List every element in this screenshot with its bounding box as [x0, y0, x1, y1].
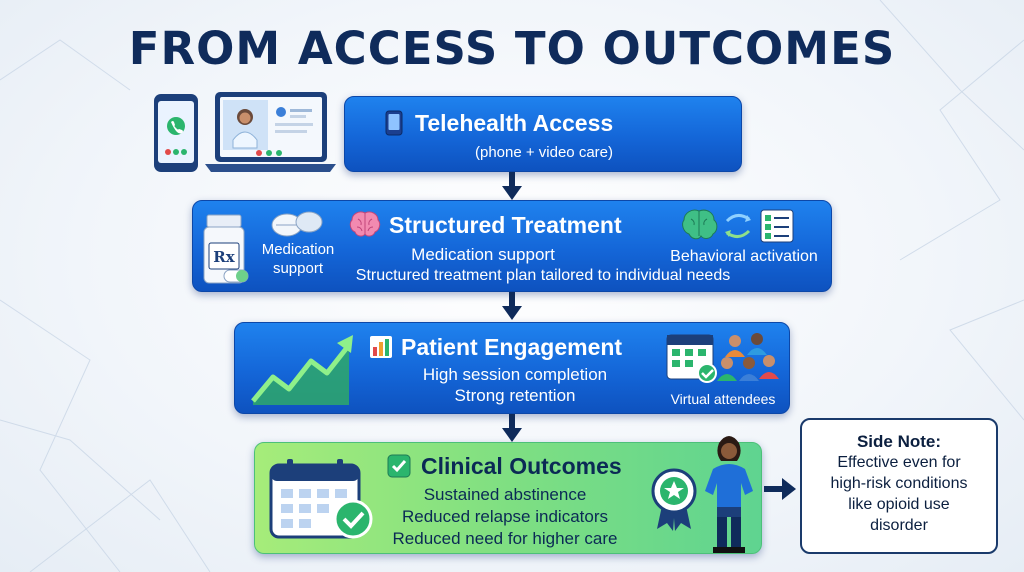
svg-text:Rx: Rx	[213, 248, 235, 266]
arrow-down-icon	[502, 414, 522, 442]
step-line: Reduced need for higher care	[392, 529, 618, 548]
step-line: Structured treatment plan tailored to in…	[355, 267, 731, 284]
person-icon	[705, 436, 753, 553]
arrow-down-icon	[502, 292, 522, 320]
step-clinical-outcomes: Clinical Outcomes Sustained abstinence R…	[254, 436, 762, 554]
step-line: Reduced relapse indicators	[401, 507, 608, 526]
brain-icon	[349, 211, 381, 237]
step-heading: Patient Engagement	[401, 334, 623, 360]
side-note: Side Note: Effective even for high-risk …	[800, 418, 998, 554]
step-heading: Structured Treatment	[389, 212, 622, 238]
step-line: Strong retention	[454, 386, 576, 405]
arrow-down-icon	[502, 172, 522, 200]
side-note-line: like opioid use	[848, 496, 950, 513]
capsule-icon	[223, 269, 249, 283]
side-note-line: disorder	[870, 517, 928, 534]
step-structured-treatment: Rx Medication support Structured Treatme…	[192, 200, 832, 292]
arrow-right-icon	[764, 478, 796, 500]
side-note-line: high-risk conditions	[830, 475, 968, 492]
step-line: (phone + video care)	[474, 144, 613, 161]
step-line: High session completion	[422, 365, 608, 384]
laptop-video-call-icon	[205, 92, 336, 172]
behavioral-activation-icon	[682, 209, 794, 243]
step-telehealth-access: Telehealth Access (phone + video care)	[344, 96, 742, 172]
check-icon	[387, 454, 411, 478]
calendar-attendees-icon	[666, 333, 779, 383]
step-line: Sustained abstinence	[423, 485, 587, 504]
trend-chart-icon	[251, 335, 353, 405]
step-line: Medication support	[411, 245, 555, 264]
prescription-bottle-icon: Rx	[203, 214, 245, 284]
step-heading: Telehealth Access	[415, 110, 614, 136]
pills-icon	[271, 211, 323, 237]
step-patient-engagement: Patient Engagement High session completi…	[234, 322, 790, 414]
side-note-line: Effective even for	[837, 454, 961, 471]
medication-caption-line: Medication	[261, 241, 335, 258]
behavioral-caption: Behavioral activation	[670, 248, 818, 265]
calendar-check-icon	[269, 459, 373, 539]
medication-caption-line: support	[272, 260, 324, 277]
smartphone-icon	[385, 110, 403, 136]
side-note-title: Side Note:	[856, 432, 942, 451]
bar-chart-icon	[370, 336, 392, 358]
step-heading: Clinical Outcomes	[421, 453, 622, 479]
award-badge-icon	[651, 468, 697, 531]
phone-icon	[154, 94, 198, 172]
page-title: FROM ACCESS TO OUTCOMES	[128, 22, 896, 75]
virtual-attendees-caption: Virtual attendees	[670, 391, 776, 407]
